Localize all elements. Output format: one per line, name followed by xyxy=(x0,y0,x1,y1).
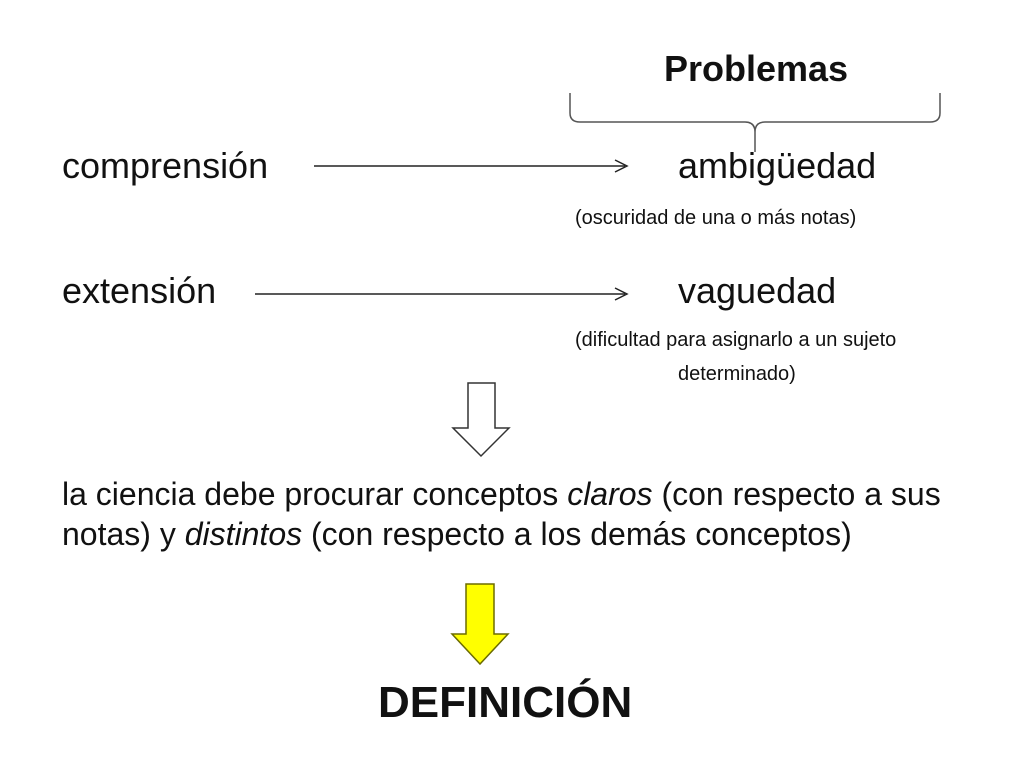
problem-ambiguedad: ambigüedad xyxy=(678,145,877,186)
note-vaguedad-line1: (dificultad para asignarlo a un sujeto xyxy=(575,329,897,351)
conclusion-text-1: la ciencia debe procurar conceptos xyxy=(62,476,568,512)
note-ambiguedad: (oscuridad de una o más notas) xyxy=(575,207,857,229)
term-extension: extensión xyxy=(62,270,217,311)
down-arrow-outline-icon xyxy=(451,382,511,458)
problems-heading: Problemas xyxy=(664,48,849,89)
down-arrow-yellow-icon xyxy=(450,583,510,666)
note-vaguedad-line2: determinado) xyxy=(678,363,796,385)
conclusion-emphasis-claros: claros xyxy=(567,476,653,512)
arrow-comprension-ambiguedad-icon xyxy=(314,159,629,173)
conclusion-paragraph: la ciencia debe procurar conceptos claro… xyxy=(62,474,962,554)
term-comprension: comprensión xyxy=(62,145,269,186)
conclusion-text-3: (con respecto a los demás conceptos) xyxy=(302,516,852,552)
final-term-definicion: DEFINICIÓN xyxy=(378,678,633,727)
conclusion-emphasis-distintos: distintos xyxy=(184,516,303,552)
arrow-extension-vaguedad-icon xyxy=(255,287,629,301)
conclusion-text-2: (con respecto a sus notas) y xyxy=(62,476,941,552)
problem-vaguedad: vaguedad xyxy=(678,270,837,311)
problems-brace-icon xyxy=(569,93,941,152)
